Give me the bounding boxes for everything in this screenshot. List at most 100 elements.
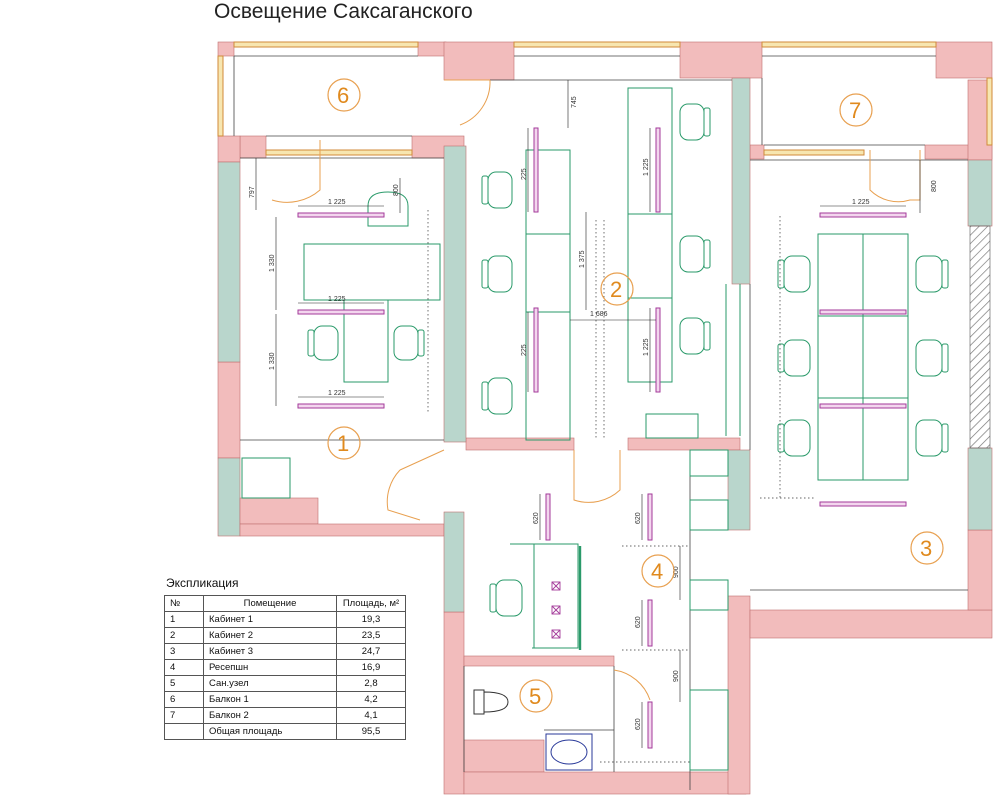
chairs (307, 103, 949, 617)
dim-label: 225 (521, 168, 528, 180)
wall-segment (463, 655, 615, 667)
row-no: 2 (164, 627, 204, 644)
dim-label: 620 (635, 512, 642, 524)
wall-segment (239, 135, 267, 159)
toilet (483, 691, 509, 713)
chair (307, 325, 339, 361)
wall-segment (217, 135, 241, 163)
light-fixture (545, 493, 551, 541)
wall-segment (749, 144, 765, 160)
desk (343, 299, 389, 383)
chair (393, 325, 425, 361)
room-number: 5 (529, 684, 541, 709)
table-header-row: № Помещение Площадь, м² (164, 595, 406, 612)
room-number: 3 (920, 536, 932, 561)
window (986, 77, 993, 146)
dimension-lines (255, 80, 921, 748)
total-value: 95,5 (336, 723, 406, 740)
room-labels: 6 7 2 1 3 4 5 (327, 78, 944, 713)
shelf (241, 457, 291, 499)
light-fixture (647, 599, 653, 647)
wall-segment (749, 609, 993, 639)
room-number: 4 (651, 559, 663, 584)
desk (627, 213, 673, 299)
dim-label: 1 330 (269, 352, 276, 370)
spot-light (551, 629, 561, 639)
table-row: 4 Ресепшн 16,9 (164, 659, 406, 676)
light-fixture (819, 309, 907, 315)
window (763, 149, 865, 156)
wall-segment (463, 771, 747, 795)
wall-segment (217, 361, 241, 459)
table-row: 2 Кабинет 2 23,5 (164, 627, 406, 644)
row-area: 4,1 (336, 707, 406, 724)
dim-label: 800 (393, 184, 400, 196)
col-no-header: № (164, 595, 204, 612)
wall-segment (465, 437, 575, 451)
light-fixture (819, 501, 907, 507)
desk (303, 243, 441, 301)
window (761, 41, 937, 48)
explication-table: № Помещение Площадь, м² 1 Кабинет 1 19,3… (164, 595, 406, 740)
chair (915, 419, 949, 457)
chair (777, 255, 811, 293)
row-area: 16,9 (336, 659, 406, 676)
chair (679, 235, 711, 273)
dim-label: 1 225 (643, 158, 650, 176)
row-no: 5 (164, 675, 204, 692)
row-name: Ресепшн (203, 659, 337, 676)
wall-segment (443, 511, 465, 613)
desk (525, 233, 571, 313)
chair (481, 377, 513, 415)
wall-segment (727, 449, 751, 531)
light-fixture (297, 212, 385, 218)
wall-segment (443, 41, 515, 81)
light-fixture (655, 307, 661, 393)
reception-desk (533, 543, 579, 649)
row-no-empty (164, 723, 204, 740)
shelf (689, 689, 729, 771)
room-number: 1 (337, 431, 349, 456)
wall-segment (935, 41, 993, 79)
dim-label: 1 225 (643, 338, 650, 356)
sink (545, 733, 593, 771)
wall-segment (443, 145, 467, 443)
row-name: Балкон 1 (203, 691, 337, 708)
dim-label: 1 225 (328, 390, 346, 397)
table-row: 6 Балкон 1 4,2 (164, 691, 406, 708)
wall-segment (217, 457, 241, 537)
window (217, 55, 224, 137)
spot-lights (551, 581, 561, 639)
chair (915, 255, 949, 293)
wall-segment (417, 41, 447, 57)
row-area: 19,3 (336, 611, 406, 628)
dim-label: 1 225 (852, 199, 870, 206)
dim-label: 1 225 (328, 199, 346, 206)
chair (489, 579, 523, 617)
wiring (427, 210, 816, 763)
toilet (473, 689, 485, 715)
wall-segment (727, 595, 751, 795)
col-name-header: Помещение (203, 595, 337, 612)
dim-label: 800 (931, 180, 938, 192)
light-fixture (647, 701, 653, 749)
light-fixture (819, 403, 907, 409)
furniture (241, 87, 909, 771)
chair (777, 419, 811, 457)
wall-segment (217, 161, 241, 363)
row-name: Кабинет 1 (203, 611, 337, 628)
chair (481, 171, 513, 209)
legend-title: Экспликация (166, 576, 239, 590)
row-name: Кабинет 3 (203, 643, 337, 660)
chair (679, 317, 711, 355)
window (265, 149, 413, 156)
dim-label: 1 686 (590, 311, 608, 318)
desk (525, 311, 571, 441)
wall-segment (239, 523, 445, 537)
walls (217, 41, 993, 795)
light-fixture (533, 127, 539, 213)
light-fixture (533, 307, 539, 393)
room-number: 6 (337, 83, 349, 108)
table-row: 7 Балкон 2 4,1 (164, 707, 406, 724)
